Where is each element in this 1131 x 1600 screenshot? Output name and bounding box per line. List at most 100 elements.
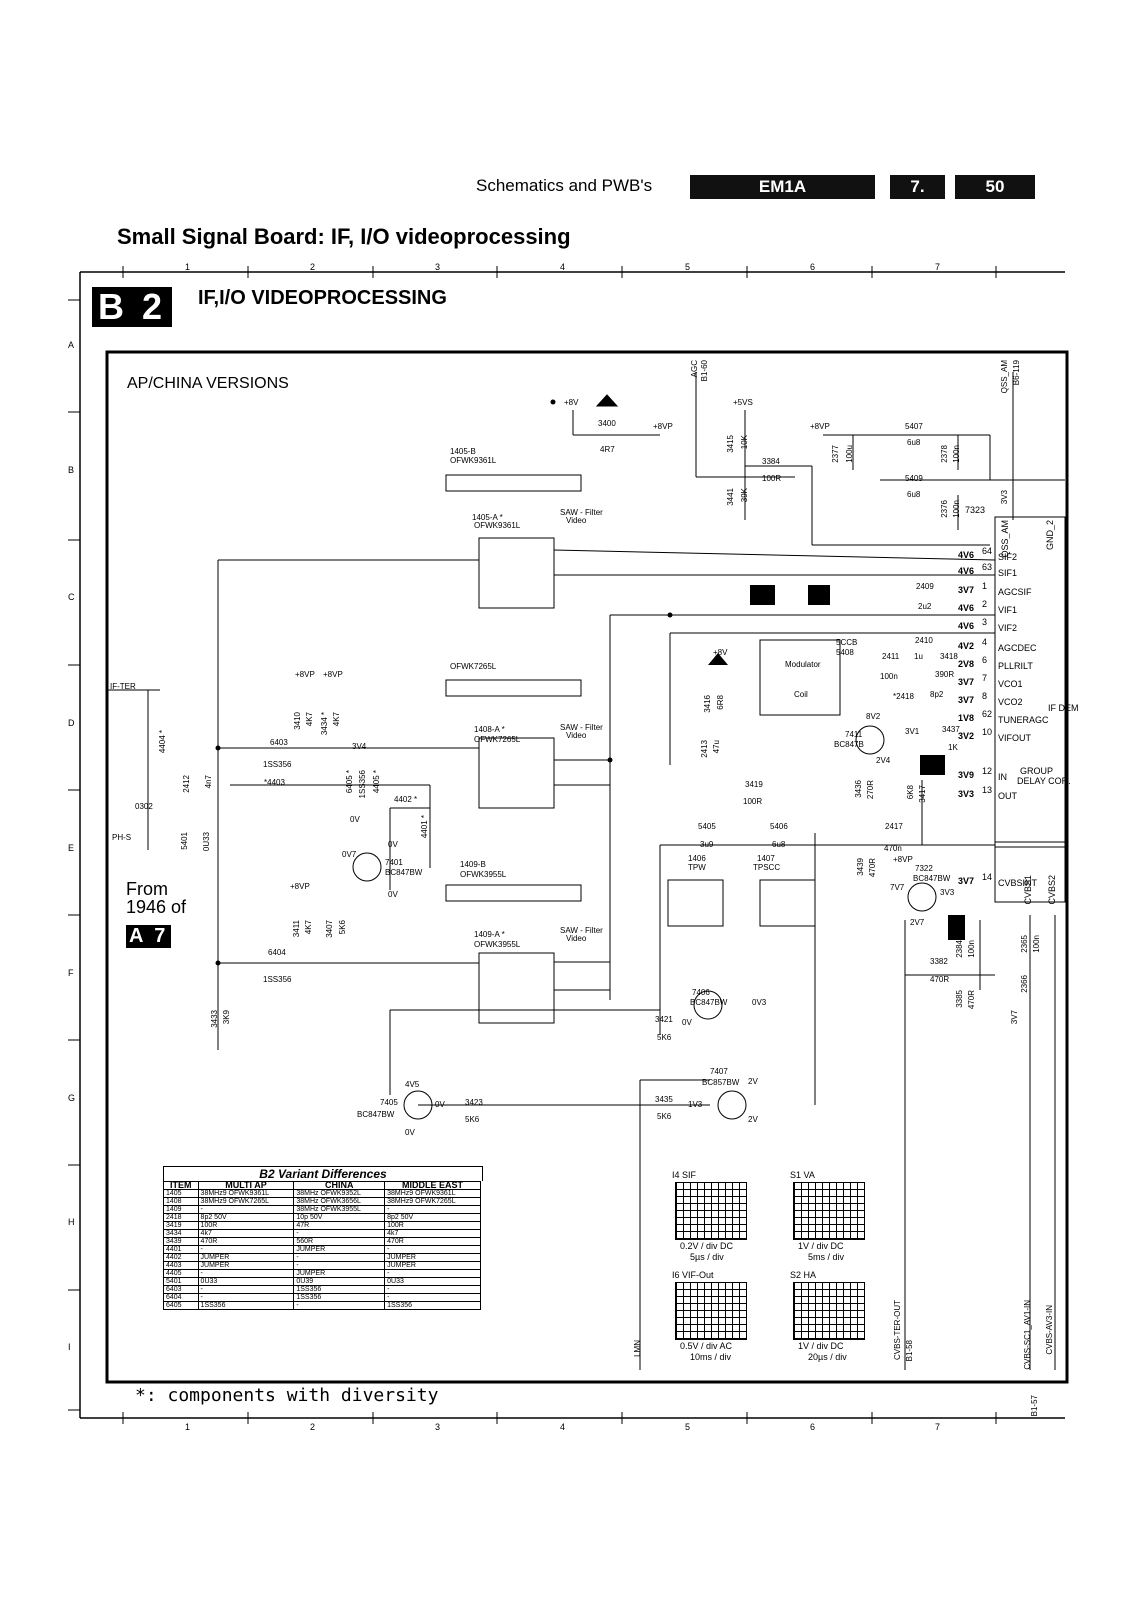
scope-scale-2: 5µs / div bbox=[690, 1252, 724, 1262]
label-c2409: 2409 bbox=[916, 582, 934, 591]
label-p8vp_f: +8VP bbox=[893, 855, 913, 864]
ic-pin-voltage: 4V2 bbox=[958, 641, 975, 651]
ic-pin-name: VIF1 bbox=[998, 605, 1018, 615]
label-d1ss356_a: 1SS356 bbox=[263, 760, 292, 769]
ic-pin-name: IN bbox=[998, 772, 1007, 782]
label-n3v1: 3V1 bbox=[905, 727, 920, 736]
label-r100r_b: 100R bbox=[743, 797, 763, 806]
ic-pin-voltage: 2V8 bbox=[958, 659, 975, 669]
label-bc857bw: BC857BW bbox=[702, 1078, 740, 1087]
label-c2377: 2377 bbox=[831, 445, 840, 463]
scope-graticule bbox=[675, 1182, 747, 1240]
label-f1405a: 1405-A * bbox=[472, 513, 503, 522]
label-r3421: 3421 bbox=[655, 1015, 673, 1024]
diagram-title: IF,I/O VIDEOPROCESSING bbox=[198, 287, 447, 309]
from-line-1: From bbox=[126, 879, 168, 899]
variant-cell: 3419 bbox=[163, 1221, 199, 1230]
variant-cell: 38MHz9 OFWK9361L bbox=[384, 1189, 481, 1198]
label-q7411: 7411 bbox=[845, 730, 863, 739]
label-n0v_a: 0V bbox=[350, 815, 360, 824]
label-r3385: 3385 bbox=[955, 990, 964, 1008]
ic-pin-voltage: 4V6 bbox=[958, 566, 975, 576]
variant-cell: 8p2 50V bbox=[197, 1213, 295, 1222]
variant-cell: 4405 bbox=[163, 1269, 199, 1278]
header-page: 50 bbox=[955, 175, 1035, 199]
label-p8v_a: +8V bbox=[564, 398, 579, 407]
variant-cell: 6405 bbox=[163, 1301, 199, 1310]
variant-cell: JUMPER bbox=[197, 1253, 295, 1262]
variant-cell: - bbox=[384, 1285, 481, 1294]
variant-cell: 1SS356 bbox=[293, 1285, 386, 1294]
label-l6u8b: 6u8 bbox=[907, 490, 921, 499]
label-m5ccb: 5CCB bbox=[836, 638, 858, 647]
label-bc847bw_a: BC847BW bbox=[385, 868, 423, 877]
ic-pin-name: AGCDEC bbox=[998, 643, 1037, 653]
label-n1v3: 1V3 bbox=[688, 1100, 703, 1109]
ic-pin-number: 6 bbox=[982, 655, 988, 665]
label-r3416: 3416 bbox=[703, 695, 712, 713]
label-c8p2: 8p2 bbox=[930, 690, 944, 699]
ic-group-label: GROUP bbox=[1020, 766, 1054, 776]
label-n0v_d: 0V bbox=[682, 1018, 692, 1027]
variant-cell: 1409 bbox=[163, 1205, 199, 1214]
variant-cell: 47R bbox=[293, 1221, 386, 1230]
variant-header-cell: ITEM bbox=[163, 1181, 199, 1190]
label-p8v_b: +8V bbox=[713, 648, 728, 657]
ic-pin-name: CVBSINT bbox=[998, 878, 1038, 888]
row-tick: E bbox=[68, 843, 75, 853]
label-q7406: 7406 bbox=[692, 988, 710, 997]
label-n3v3b: 3V3 bbox=[940, 888, 955, 897]
label-video1: Video bbox=[566, 516, 587, 525]
label-d1ss356_c: 1SS356 bbox=[263, 975, 292, 984]
label-l5401: 5401 bbox=[180, 832, 189, 850]
label-n2v_a: 2V bbox=[748, 1077, 758, 1086]
ic-if-dem-label: IF DEM bbox=[1048, 703, 1079, 713]
label-m5408: 5408 bbox=[836, 648, 854, 657]
variant-cell: - bbox=[384, 1293, 481, 1302]
label-ofwk3955l_b: OFWK3955L bbox=[474, 940, 521, 949]
ic-pin-number: 12 bbox=[982, 766, 993, 776]
variant-cell: JUMPER bbox=[384, 1253, 481, 1262]
label-bc847bw_b: BC847BW bbox=[913, 874, 951, 883]
label-n2v_b: 2V bbox=[748, 1115, 758, 1124]
label-tpscc: TPSCC bbox=[753, 863, 781, 872]
variant-cell: 470R bbox=[384, 1237, 481, 1246]
label-n8v2: 8V2 bbox=[866, 712, 881, 721]
row-tick: C bbox=[68, 592, 75, 602]
variant-cell: 3439 bbox=[163, 1237, 199, 1246]
label-agc: AGC bbox=[690, 360, 699, 378]
variant-header-cell: MULTI AP bbox=[197, 1181, 295, 1190]
scope-scale-2: 20µs / div bbox=[808, 1352, 847, 1362]
label-saw2: SAW - Filter bbox=[560, 723, 603, 732]
label-p5vs: +5VS bbox=[733, 398, 753, 407]
label-saw1: SAW - Filter bbox=[560, 508, 603, 517]
label-f1406: 1406 bbox=[688, 854, 706, 863]
column-tick-top: 2 bbox=[310, 262, 316, 272]
label-lmn: LMN bbox=[633, 1340, 642, 1357]
label-r3441: 3441 bbox=[726, 488, 735, 506]
scope-graticule bbox=[675, 1282, 747, 1340]
variant-row: 4405-JUMPER- bbox=[163, 1269, 481, 1278]
scope-scale-1: 1V / div DC bbox=[798, 1341, 844, 1351]
scope-name: I4 SIF bbox=[672, 1170, 697, 1180]
label-r3418: 3418 bbox=[940, 652, 958, 661]
label-d6403: 6403 bbox=[270, 738, 288, 747]
label-r3439: 3439 bbox=[856, 858, 865, 876]
column-tick-bottom: 5 bbox=[685, 1422, 691, 1432]
variant-cell: JUMPER bbox=[197, 1261, 295, 1270]
label-ifter: IF-TER bbox=[110, 682, 136, 691]
label-j0302: 0302 bbox=[135, 802, 153, 811]
label-modulator: Modulator bbox=[785, 660, 821, 669]
variant-cell: 470R bbox=[197, 1237, 295, 1246]
ic-pin-voltage: 3V3 bbox=[958, 789, 975, 799]
label-c2417: 2417 bbox=[885, 822, 903, 831]
label-ofwk9361l_a: OFWK9361L bbox=[450, 456, 497, 465]
ic-pin-name: VIF2 bbox=[998, 623, 1018, 633]
ic-pin-name: VIFOUT bbox=[998, 733, 1031, 743]
column-tick-top: 1 bbox=[185, 262, 191, 272]
ic-pin-number: 8 bbox=[982, 691, 988, 701]
